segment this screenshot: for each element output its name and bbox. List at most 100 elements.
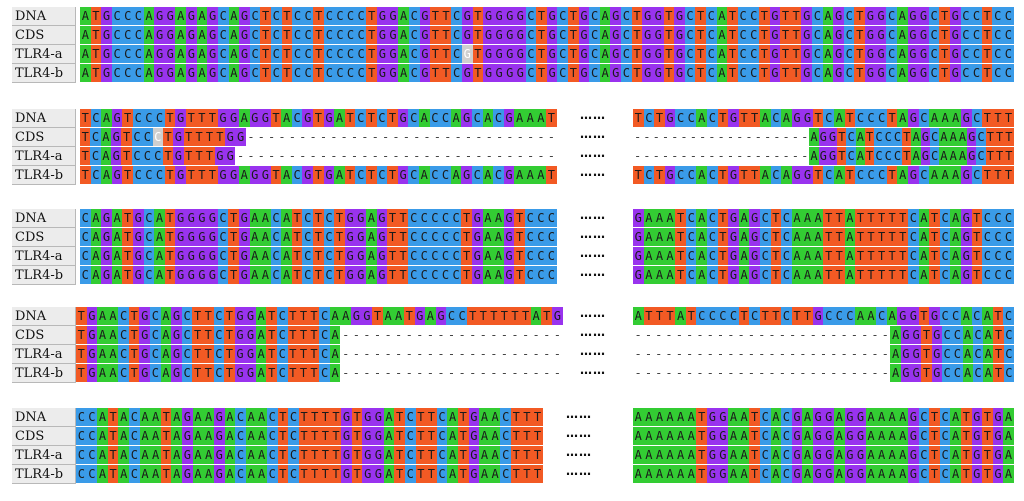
nucleotide-cell: T: [855, 228, 866, 246]
nucleotide-cell: C: [992, 247, 1004, 265]
nucleotide-cell: A: [643, 228, 655, 246]
nucleotide-cell: T: [461, 266, 472, 284]
nucleotide-cell: G: [967, 147, 977, 165]
nucleotide-cell: G: [875, 45, 887, 63]
sequence-label: TLR4-a: [12, 345, 76, 364]
nucleotide-cell: G: [642, 64, 653, 82]
nucleotide-cell: G: [503, 109, 515, 127]
gap-cell: -: [416, 347, 424, 361]
nucleotide-cell: A: [479, 446, 490, 464]
nucleotide-cell: C: [939, 209, 951, 227]
nucleotide-cell: A: [950, 446, 961, 464]
nucleotide-cell: T: [277, 408, 289, 426]
gap-cell: -: [361, 130, 369, 144]
gap-cell: -: [521, 347, 530, 361]
gap-cell: -: [706, 347, 714, 361]
gap-cell: -: [384, 328, 392, 342]
nucleotide-cell: T: [107, 408, 119, 426]
nucleotide-cell: G: [468, 446, 480, 464]
gap-cell: -: [395, 328, 403, 342]
nucleotide-cell: T: [107, 446, 119, 464]
nucleotide-cell: A: [675, 408, 686, 426]
gap-cell: -: [840, 328, 848, 342]
gap-cell: -: [490, 347, 498, 361]
nucleotide-cell: T: [509, 307, 521, 325]
nucleotide-cell: A: [791, 228, 803, 246]
nucleotide-cell: T: [876, 228, 887, 246]
nucleotide-cell: G: [908, 446, 919, 464]
nucleotide-cell: A: [685, 465, 697, 483]
nucleotide-cell: C: [288, 427, 299, 445]
gap-cell: -: [511, 347, 519, 361]
gap-cell: -: [791, 149, 800, 163]
gap-cell: -: [361, 149, 369, 163]
nucleotide-cell: G: [302, 109, 314, 127]
nucleotide-cell: T: [320, 446, 331, 464]
nucleotide-cell: A: [139, 427, 151, 445]
nucleotide-cell: T: [992, 307, 1004, 325]
nucleotide-cell: C: [928, 45, 940, 63]
nucleotide-cell: C: [781, 266, 792, 284]
ellipsis-marker: ……: [580, 208, 606, 222]
nucleotide-cell: C: [589, 26, 600, 44]
nucleotide-cell: C: [846, 147, 856, 165]
gap-cell: -: [706, 366, 714, 380]
gap-cell: -: [840, 366, 848, 380]
sequence-label: TLR4-a: [12, 247, 76, 266]
nucleotide-cell: C: [1003, 26, 1014, 44]
nucleotide-cell: A: [781, 166, 792, 184]
nucleotide-cell: G: [377, 7, 388, 25]
nucleotide-cell: G: [461, 26, 473, 44]
nucleotide-cell: G: [844, 465, 856, 483]
nucleotide-cell: A: [101, 109, 112, 127]
nucleotide-cell: G: [931, 326, 942, 344]
nucleotide-cell: C: [493, 166, 504, 184]
nucleotide-cell: T: [981, 7, 993, 25]
nucleotide-cell: T: [80, 166, 91, 184]
gap-cell: -: [319, 130, 328, 144]
nucleotide-cell: T: [394, 427, 405, 445]
nucleotide-cell: G: [504, 45, 515, 63]
nucleotide-cell: T: [128, 326, 140, 344]
gap-cell: -: [745, 130, 753, 144]
nucleotide-cell: C: [621, 64, 632, 82]
nucleotide-cell: A: [107, 364, 119, 382]
nucleotide-cell: C: [471, 166, 483, 184]
nucleotide-cell: T: [780, 26, 791, 44]
gap-cell: -: [850, 328, 858, 342]
nucleotide-cell: A: [493, 209, 504, 227]
nucleotide-cell: C: [930, 147, 940, 165]
nucleotide-cell: A: [97, 326, 108, 344]
nucleotide-cell: T: [430, 26, 441, 44]
nucleotide-cell: G: [302, 166, 314, 184]
nucleotide-cell: G: [823, 408, 834, 426]
nucleotide-cell: T: [759, 7, 770, 25]
nucleotide-cell: C: [524, 209, 536, 227]
gap-cell: -: [342, 347, 350, 361]
nucleotide-cell: C: [892, 128, 903, 146]
nucleotide-cell: G: [908, 408, 919, 426]
nucleotide-cell: A: [224, 427, 236, 445]
nucleotide-cell: T: [992, 166, 1004, 184]
nucleotide-cell: C: [843, 7, 855, 25]
nucleotide-cell: C: [429, 266, 441, 284]
nucleotide-cell: T: [918, 307, 930, 325]
gap-cell: -: [717, 130, 725, 144]
nucleotide-cell: C: [643, 166, 655, 184]
nucleotide-cell: G: [801, 64, 813, 82]
nucleotide-cell: T: [277, 446, 289, 464]
nucleotide-cell: G: [610, 64, 622, 82]
nucleotide-cell: C: [355, 7, 367, 25]
nucleotide-cell: A: [171, 465, 183, 483]
nucleotide-cell: C: [324, 7, 335, 25]
nucleotide-cell: C: [345, 26, 356, 44]
nucleotide-cell: C: [345, 7, 356, 25]
nucleotide-cell: T: [929, 228, 940, 246]
nucleotide-cell: A: [489, 408, 501, 426]
nucleotide-cell: C: [270, 266, 282, 284]
nucleotide-cell: T: [162, 147, 174, 165]
